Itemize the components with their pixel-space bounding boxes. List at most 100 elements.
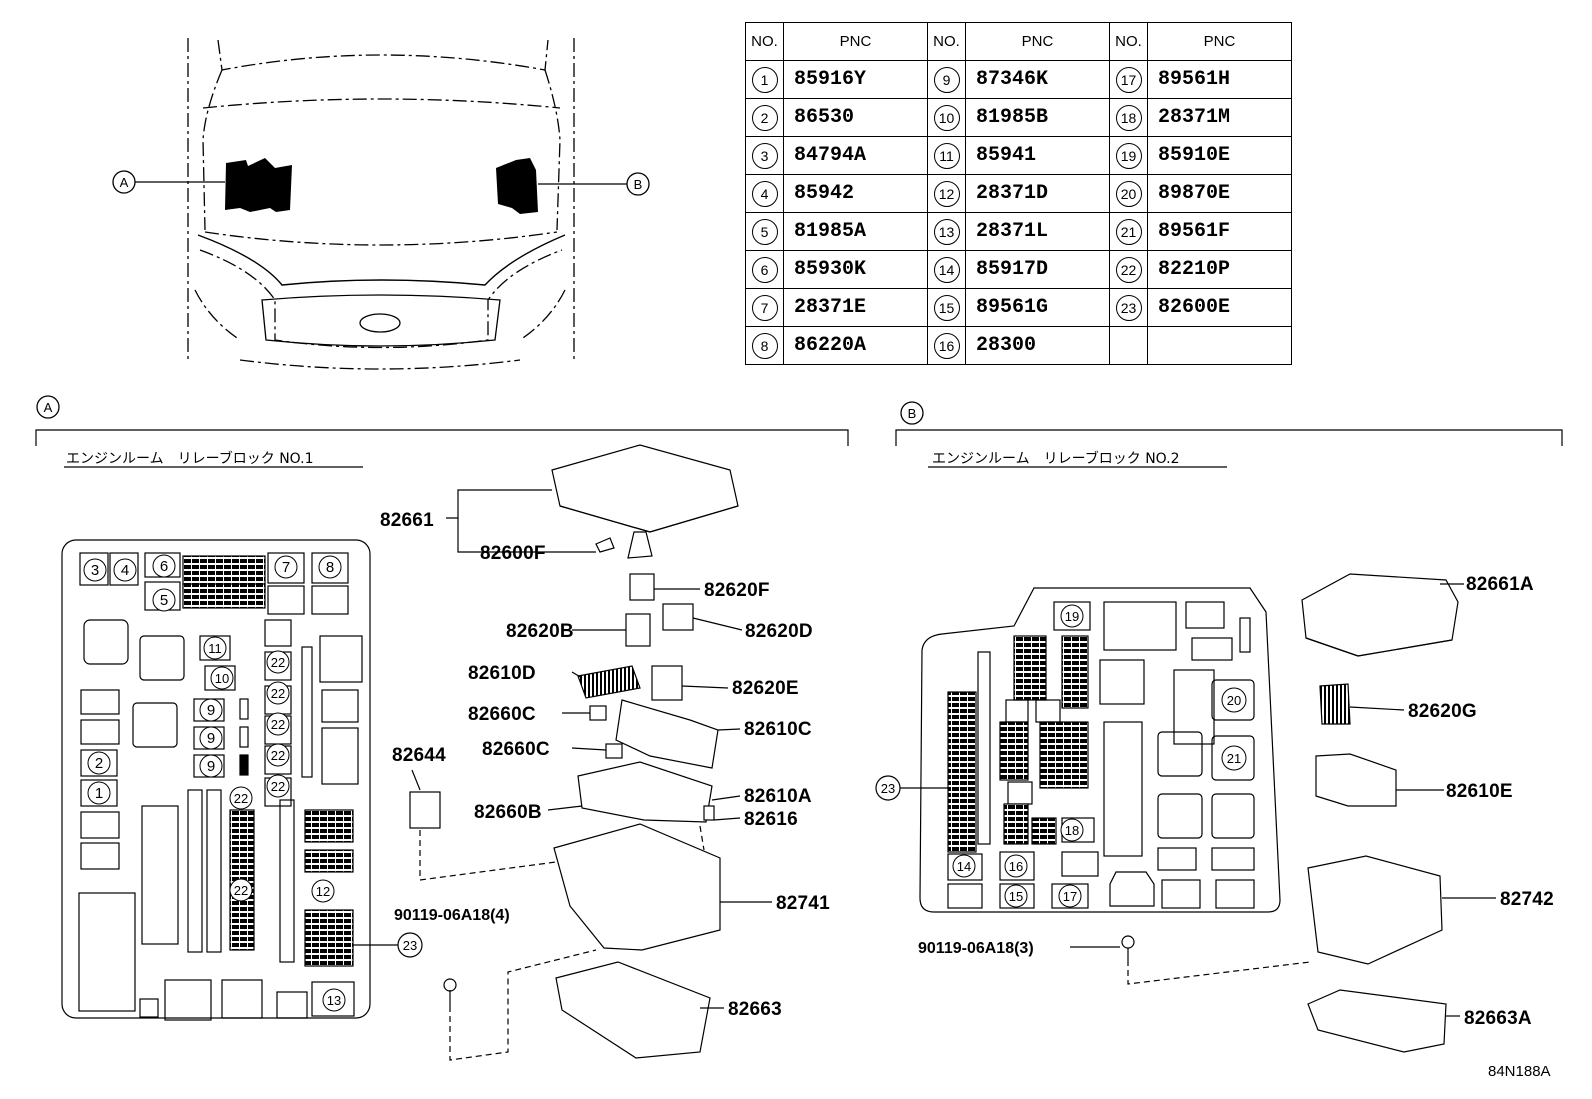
svg-text:2: 2 — [95, 755, 103, 772]
callout-6: 6 — [152, 554, 176, 578]
item-number-circle: 23 — [1115, 294, 1142, 321]
item-number-circle: 5 — [751, 218, 778, 245]
svg-text:10: 10 — [215, 671, 229, 686]
svg-text:22: 22 — [271, 717, 285, 732]
part-82661: 82661 — [380, 510, 434, 531]
callout-11: 11 — [203, 636, 227, 660]
part-82616: 82616 — [744, 809, 798, 830]
section-b-title: エンジンルーム リレーブロック NO.2 — [932, 450, 1179, 467]
exploded-parts-a — [409, 444, 739, 1059]
svg-text:22: 22 — [234, 791, 248, 806]
table-cell-pnc: 86530 — [783, 98, 928, 137]
item-number-circle: 22 — [1115, 256, 1142, 283]
exploded-leaders-b — [1070, 583, 1496, 1017]
table-header-row: NO. PNC NO. PNC NO. PNC — [745, 22, 1292, 61]
item-number-circle: 9 — [933, 66, 960, 93]
svg-text:9: 9 — [207, 758, 215, 775]
part-82741: 82741 — [776, 893, 830, 914]
svg-text:22: 22 — [271, 748, 285, 763]
marker-b-car: B — [626, 172, 650, 196]
table-cell-pnc: 85942 — [783, 174, 928, 213]
callout-2: 2 — [87, 751, 111, 775]
item-number-circle: 6 — [751, 256, 778, 283]
part-90119-b: 90119-06A18(3) — [918, 940, 1034, 957]
relay-block-1-callouts: 3 4 6 5 7 8 11 10 9 9 9 2 1 22 22 22 22 … — [83, 554, 346, 1012]
callout-10: 10 — [210, 666, 234, 690]
item-number-circle: 15 — [933, 294, 960, 321]
section-b-marker-label: B — [908, 406, 917, 421]
section-b-marker: B — [900, 401, 924, 425]
item-number-circle: 17 — [1115, 66, 1142, 93]
table-cell-pnc: 82210P — [1147, 250, 1292, 289]
table-cell-pnc: 86220A — [783, 326, 928, 365]
svg-text:18: 18 — [1065, 823, 1079, 838]
relay-block-1-layout — [61, 539, 371, 1021]
table-cell-no: 13 — [927, 212, 966, 251]
callout-5: 5 — [152, 588, 176, 612]
svg-text:9: 9 — [207, 730, 215, 747]
table-cell-pnc: 85930K — [783, 250, 928, 289]
part-82610E: 82610E — [1446, 781, 1513, 802]
callout-22g: 22 — [229, 878, 253, 902]
table-cell-pnc: 89561H — [1147, 60, 1292, 99]
table-cell-no: 16 — [927, 326, 966, 365]
callout-4: 4 — [113, 558, 137, 582]
callout-1: 1 — [87, 781, 111, 805]
table-cell-no: 17 — [1109, 60, 1148, 99]
table-cell-no: 20 — [1109, 174, 1148, 213]
svg-text:23: 23 — [881, 781, 895, 796]
section-a-marker-label: A — [44, 400, 53, 415]
svg-text:8: 8 — [326, 559, 334, 576]
section-a-marker: A — [36, 395, 60, 419]
part-82742: 82742 — [1500, 889, 1554, 910]
table-cell-no: 11 — [927, 136, 966, 175]
item-number-circle: 20 — [1115, 180, 1142, 207]
item-number-circle: 13 — [933, 218, 960, 245]
table-cell-pnc: 84794A — [783, 136, 928, 175]
table-cell-no: 15 — [927, 288, 966, 327]
header-pnc: PNC — [783, 22, 928, 61]
item-number-circle: 14 — [933, 256, 960, 283]
part-82620B: 82620B — [506, 621, 574, 642]
callout-21: 21 — [1221, 745, 1247, 771]
item-number-circle: 8 — [751, 332, 778, 359]
table-cell-no: 10 — [927, 98, 966, 137]
item-number-circle: 18 — [1115, 104, 1142, 131]
part-82620G: 82620G — [1408, 701, 1477, 722]
table-cell-pnc: 28371E — [783, 288, 928, 327]
header-no: NO. — [927, 22, 966, 61]
svg-text:9: 9 — [207, 702, 215, 719]
part-82661A: 82661A — [1466, 574, 1534, 595]
part-82660B: 82660B — [474, 802, 542, 823]
svg-text:13: 13 — [327, 993, 341, 1008]
header-pnc: PNC — [965, 22, 1110, 61]
callout-15: 15 — [1004, 884, 1028, 908]
callout-22f: 22 — [229, 786, 253, 810]
svg-text:22: 22 — [234, 883, 248, 898]
item-number-circle: 2 — [751, 104, 778, 131]
callout-22a: 22 — [266, 650, 290, 674]
callout-18: 18 — [1060, 818, 1084, 842]
item-number-circle: 3 — [751, 142, 778, 169]
marker-a-label: A — [120, 175, 129, 190]
table-cell-pnc: 28371L — [965, 212, 1110, 251]
section-a-frame — [35, 429, 849, 468]
part-82644: 82644 — [392, 745, 446, 766]
svg-text:7: 7 — [282, 559, 290, 576]
table-cell-pnc: 85910E — [1147, 136, 1292, 175]
part-82610A: 82610A — [744, 786, 812, 807]
part-90119-a: 90119-06A18(4) — [394, 907, 510, 924]
svg-text:22: 22 — [271, 686, 285, 701]
callout-23-b: 23 — [875, 775, 901, 801]
exploded-parts-b — [1121, 573, 1459, 1053]
table-cell-pnc: 82600E — [1147, 288, 1292, 327]
part-82620D: 82620D — [745, 621, 813, 642]
callout-17: 17 — [1058, 884, 1082, 908]
marker-b-label: B — [634, 177, 643, 192]
